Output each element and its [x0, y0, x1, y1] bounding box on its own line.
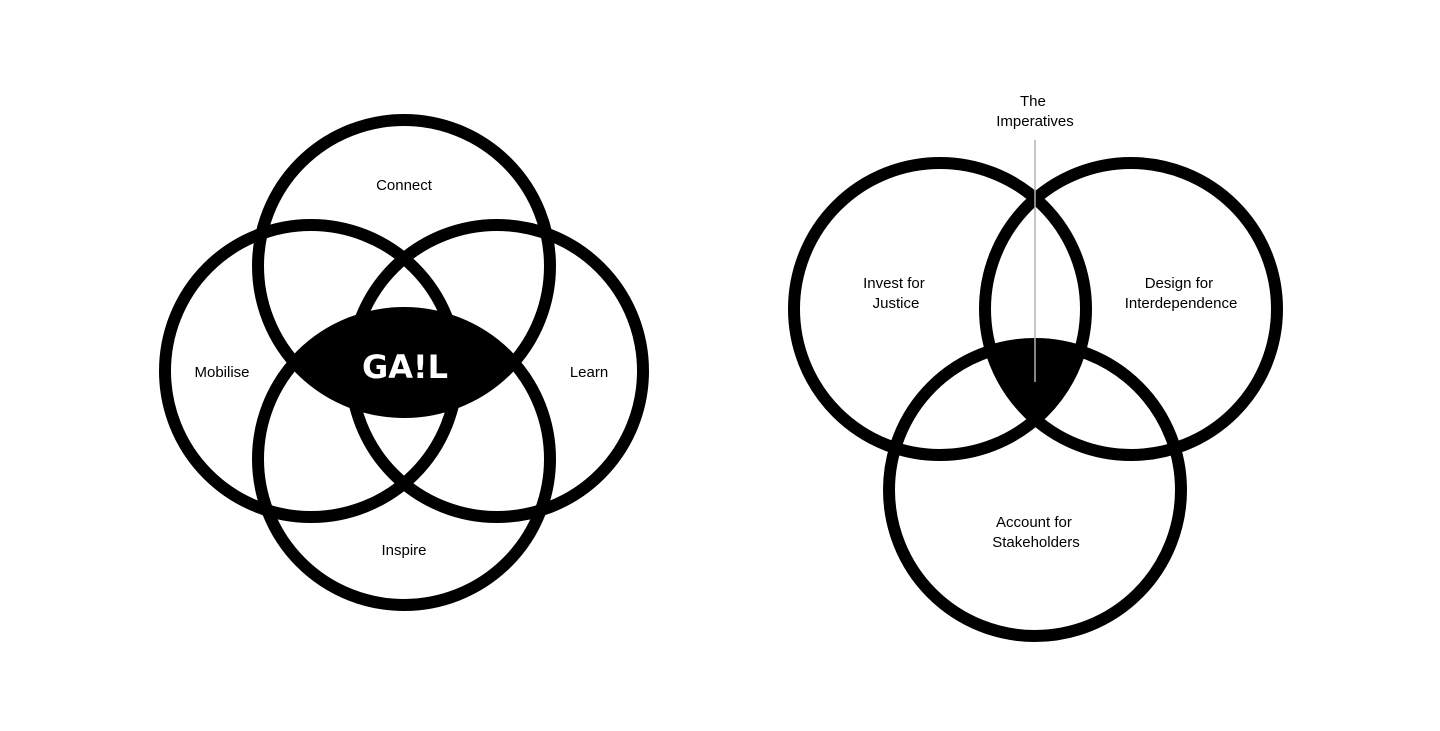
label-account-for-stakeholders: Account for Stakeholders	[992, 514, 1080, 551]
label-the-imperatives-line-2: Imperatives	[996, 113, 1074, 130]
label-design-for-interdependence: Design for Interdependence	[1125, 275, 1238, 312]
label-connect: Connect	[376, 177, 433, 194]
label-invest-line-2: Justice	[873, 295, 920, 312]
circle-connect	[252, 114, 556, 418]
triple-intersection-fill	[985, 344, 1086, 455]
circle-mobilise	[159, 219, 463, 523]
label-learn: Learn	[570, 364, 608, 381]
right-venn-diagram: The Imperatives Invest for Justice Desig…	[788, 93, 1283, 642]
label-inspire: Inspire	[381, 542, 426, 559]
circle-inspire	[252, 307, 556, 611]
gail-logo: GA!L	[362, 348, 448, 386]
label-invest-for-justice: Invest for Justice	[863, 275, 929, 312]
label-the-imperatives-line-1: The	[1020, 93, 1046, 110]
label-design-line-1: Design for	[1145, 275, 1213, 292]
label-invest-line-1: Invest for	[863, 275, 925, 292]
label-account-line-1: Account for	[996, 514, 1072, 531]
left-venn-diagram: GA!L Connect Mobilise Learn Inspire	[159, 114, 649, 611]
circle-invest-for-justice	[788, 157, 1092, 461]
label-design-line-2: Interdependence	[1125, 295, 1238, 312]
label-account-line-2: Stakeholders	[992, 534, 1080, 551]
circle-design-for-interdependence	[979, 157, 1283, 461]
label-the-imperatives: The Imperatives	[996, 93, 1074, 130]
label-mobilise: Mobilise	[194, 364, 249, 381]
circle-learn	[345, 219, 649, 523]
